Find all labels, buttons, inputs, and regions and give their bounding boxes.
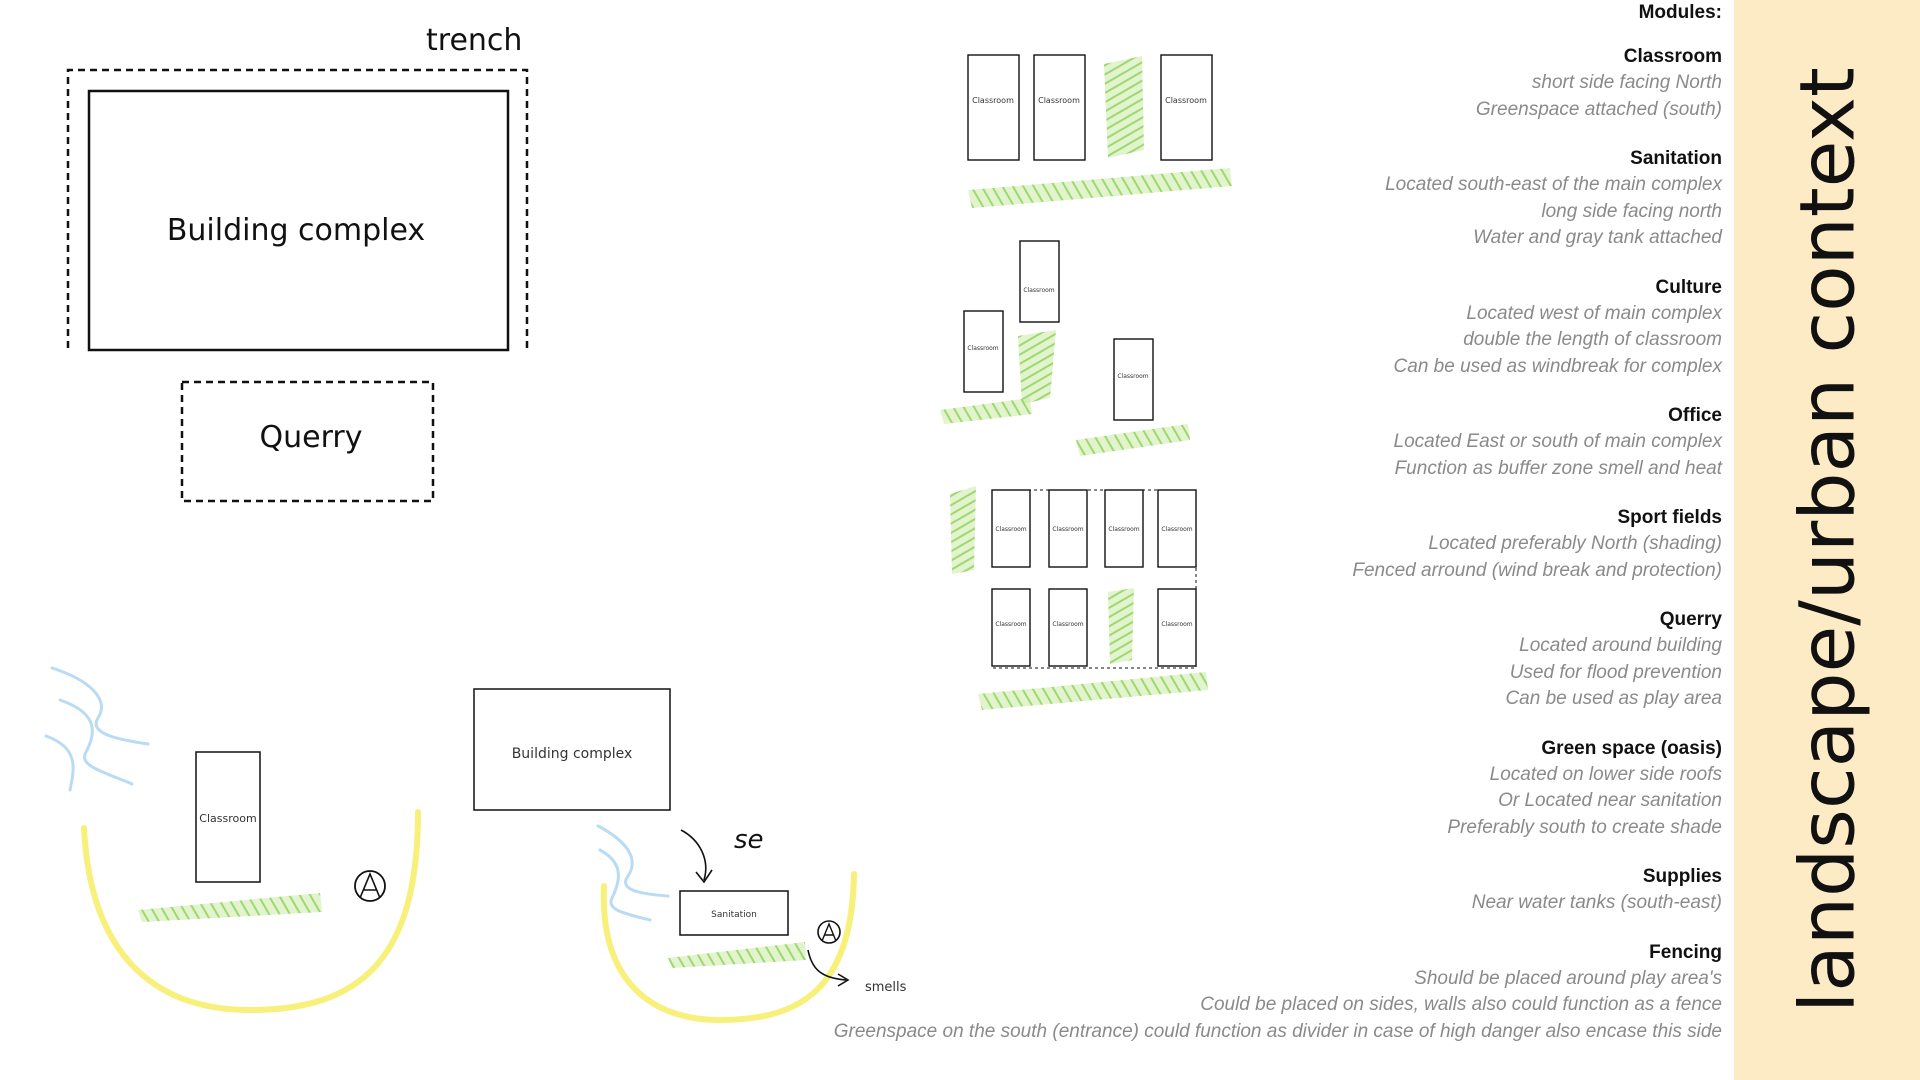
smells-label: smells — [865, 980, 907, 995]
classroom-module — [195, 751, 261, 883]
green-hatch-left — [138, 893, 322, 922]
svg-text:Classroom: Classroom — [1165, 96, 1207, 105]
svg-text:Classroom: Classroom — [1108, 526, 1139, 533]
module-line: double the length of classroom — [1463, 329, 1722, 350]
module-item: Green space (oasis) Located on lower side… — [762, 736, 1722, 842]
building-complex-label: Building complex — [167, 213, 425, 248]
classroom-cluster-bottom: Classroom Classroom Classroom Classroom … — [950, 486, 1208, 710]
module-line: Water and gray tank attached — [1473, 227, 1722, 248]
module-line: Can be used as play area — [1505, 688, 1722, 709]
module-title: Fencing — [1649, 941, 1722, 963]
svg-text:Classroom: Classroom — [1117, 373, 1148, 380]
svg-text:Classroom: Classroom — [1161, 621, 1192, 628]
querry-block — [180, 380, 435, 503]
module-line: Preferably south to create shade — [1447, 816, 1722, 838]
smells-arrow — [807, 949, 847, 981]
svg-text:Classroom: Classroom — [995, 526, 1026, 533]
building-complex-small-label: Building complex — [512, 746, 633, 762]
module-title: Classroom — [1623, 46, 1722, 67]
module-line: Could be placed on sides, walls also cou… — [1200, 994, 1722, 1015]
building-complex-block — [87, 89, 510, 352]
classroom-cluster-top: Classroom Classroom Classroom — [967, 54, 1232, 208]
yellow-curve-left — [81, 809, 421, 1014]
trench-label: trench — [426, 23, 522, 58]
wind-lines-middle — [596, 824, 670, 922]
module-line: Can be used as windbreak for complex — [1393, 355, 1722, 377]
svg-text:Classroom: Classroom — [1023, 287, 1054, 294]
svg-text:Classroom: Classroom — [1038, 96, 1080, 105]
module-title: Culture — [1655, 276, 1723, 298]
se-label: se — [734, 825, 764, 855]
module-line: Located around building — [1519, 635, 1722, 656]
module-title: Supplies — [1642, 866, 1722, 887]
trench-outline — [66, 68, 529, 348]
module-title: Querry — [1659, 609, 1722, 630]
side-title: landscape/urban context — [1782, 67, 1872, 1013]
svg-text:Classroom: Classroom — [967, 345, 998, 352]
module-line: Should be placed around play area's — [1414, 967, 1722, 989]
svg-text:Classroom: Classroom — [972, 96, 1014, 105]
module-line: Located preferably North (shading) — [1428, 533, 1722, 554]
wind-lines-left — [44, 666, 150, 792]
classroom-cluster-middle: Classroom Classroom Classroom — [940, 240, 1190, 456]
sanitation-module — [679, 890, 789, 936]
module-title: Office — [1668, 405, 1722, 426]
svg-text:Classroom: Classroom — [1161, 526, 1192, 533]
side-band — [1734, 0, 1920, 1080]
module-line: Or Located near sanitation — [1498, 790, 1722, 811]
module-line: Greenspace attached (south) — [1475, 98, 1722, 120]
north-arrow-icon-middle — [817, 920, 841, 944]
svg-text:Classroom: Classroom — [1052, 526, 1083, 533]
module-line: Function as buffer zone smell and heat — [1394, 457, 1722, 479]
module-line: Greenspace on the south (entrance) could… — [833, 1020, 1722, 1042]
module-line: Used for flood prevention — [1509, 661, 1722, 683]
module-title: Sport fields — [1617, 507, 1722, 528]
module-line: short side facing North — [1531, 72, 1722, 93]
green-hatch-middle — [668, 942, 806, 968]
svg-text:Classroom: Classroom — [1052, 621, 1083, 628]
yellow-curve-middle — [600, 871, 857, 1024]
module-title: Sanitation — [1630, 148, 1722, 169]
querry-label: Querry — [260, 420, 363, 455]
arrow-to-sanitation — [680, 829, 707, 881]
module-line: Located on lower side roofs — [1489, 763, 1722, 785]
sanitation-label: Sanitation — [711, 910, 757, 920]
classroom-label: Classroom — [199, 812, 256, 825]
module-line: Located west of main complex — [1466, 302, 1722, 324]
north-arrow-icon — [354, 870, 386, 902]
module-line: long side facing north — [1541, 200, 1722, 222]
module-line: Near water tanks (south-east) — [1471, 892, 1722, 913]
module-line: Located East or south of main complex — [1393, 431, 1722, 452]
modules-heading: Modules: — [1638, 2, 1722, 23]
module-line: Fenced arround (wind break and protectio… — [1352, 559, 1722, 581]
svg-text:Classroom: Classroom — [995, 621, 1026, 628]
modules-notes: Modules: Classroom short side facing Nort… — [762, 0, 1722, 1045]
module-line: Located south-east of the main complex — [1385, 174, 1722, 195]
building-complex-small — [473, 688, 671, 811]
module-title: Green space (oasis) — [1541, 737, 1722, 759]
